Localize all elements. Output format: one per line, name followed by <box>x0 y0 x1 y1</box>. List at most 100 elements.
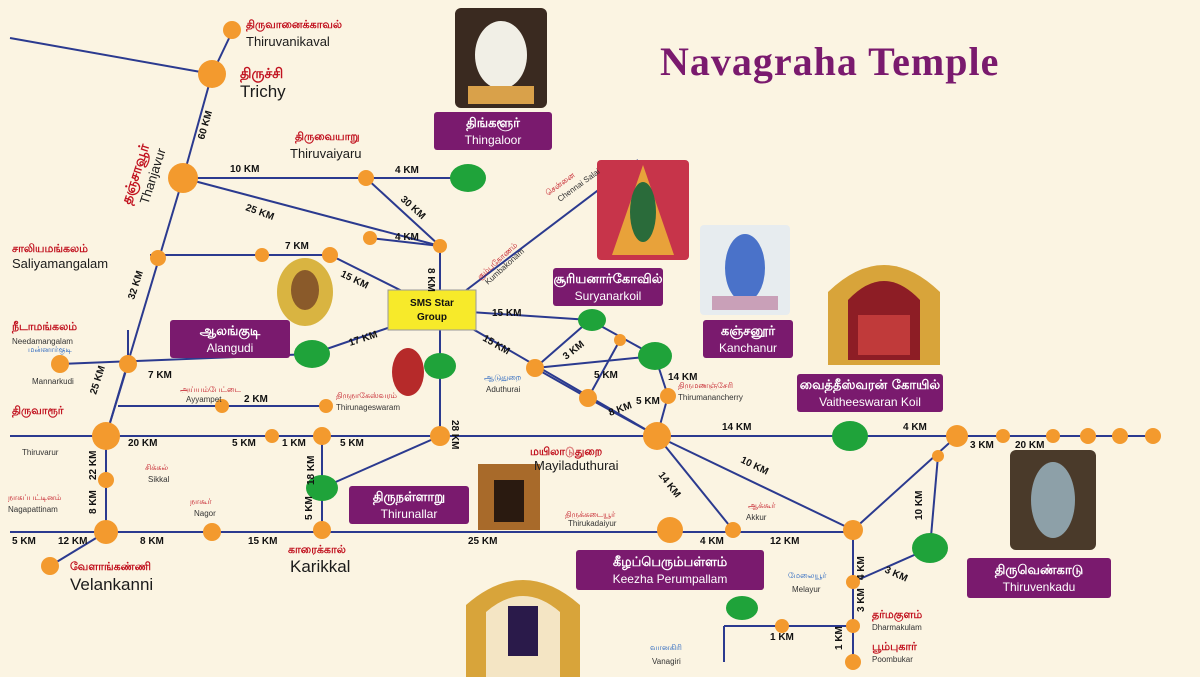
idol-image-kanchanur <box>700 225 790 315</box>
svg-text:Thirunallar: Thirunallar <box>381 507 438 521</box>
town-dot-major <box>198 60 226 88</box>
town-tamil: மன்னார்குடி <box>28 345 72 355</box>
svg-text:5 KM: 5 KM <box>340 438 364 449</box>
temple-markers <box>294 164 948 620</box>
road-segment <box>929 455 939 549</box>
road-segment <box>182 73 213 179</box>
town-tamil: மயிலாடுதுறை <box>530 445 602 459</box>
town-dot <box>319 399 333 413</box>
town-dot <box>433 239 447 253</box>
road-segment <box>9 37 213 75</box>
town-tamil: திருக்கடையூர் <box>565 510 616 520</box>
svg-text:30 KM: 30 KM <box>398 194 427 222</box>
svg-text:திங்களூர்: திங்களூர் <box>466 116 520 132</box>
town-dot-major <box>168 163 198 193</box>
town-name: Mayiladuthurai <box>534 458 619 473</box>
svg-text:Thingaloor: Thingaloor <box>465 133 522 147</box>
svg-text:8 KM: 8 KM <box>425 268 436 292</box>
svg-text:4 KM: 4 KM <box>856 556 867 580</box>
town-name: Thiruvaiyaru <box>290 146 362 161</box>
town-tamil: திருவானைக்காவல் <box>246 18 342 32</box>
svg-text:15 KM: 15 KM <box>481 333 512 357</box>
svg-text:Thiruvenkadu: Thiruvenkadu <box>1003 580 1076 594</box>
town-dot <box>946 425 968 447</box>
town-name: Needamangalam <box>12 337 73 346</box>
svg-text:12 KM: 12 KM <box>770 536 799 547</box>
svg-text:திருநள்ளாறு: திருநள்ளாறு <box>373 490 445 505</box>
town-dot <box>255 248 269 262</box>
town-dot <box>846 619 860 633</box>
label-box-keezha-perumpallam: கீழப்பெரும்பள்ளம் Keezha Perumpallam <box>576 550 764 590</box>
temple-dot-thirunallar <box>306 475 338 501</box>
town-tamil: திருநாகேஸ்வரம் <box>336 391 397 401</box>
svg-text:12 KM: 12 KM <box>58 536 87 547</box>
town-dot <box>932 450 944 462</box>
svg-text:7 KM: 7 KM <box>148 370 172 381</box>
svg-text:ஆலங்குடி: ஆலங்குடி <box>200 324 261 339</box>
town-tamil: காரைக்கால் <box>288 543 346 556</box>
svg-text:8 KM: 8 KM <box>140 536 164 547</box>
svg-text:15 KM: 15 KM <box>248 536 277 547</box>
idol-image-suryanarkoil <box>597 160 689 260</box>
svg-text:14 KM: 14 KM <box>722 422 751 433</box>
svg-text:3 KM: 3 KM <box>883 565 909 585</box>
town-name: Thiruvarur <box>22 448 59 457</box>
svg-text:Alangudi: Alangudi <box>207 341 254 355</box>
town-dot <box>526 359 544 377</box>
town-tamil: நாகப்பட்டினம் <box>8 493 61 502</box>
road-segment <box>852 435 958 531</box>
town-tamil: ஆடுதுறை <box>484 373 521 383</box>
town-dot <box>657 517 683 543</box>
map-title: Navagraha Temple <box>660 39 999 84</box>
temple-dot-alangudi <box>294 340 330 368</box>
town-dot <box>660 388 676 404</box>
road-segment <box>182 177 441 247</box>
temple-idol-images <box>277 8 1096 677</box>
sms-line1: SMS Star <box>410 298 454 309</box>
svg-text:17 KM: 17 KM <box>348 329 379 349</box>
svg-text:Suryanarkoil: Suryanarkoil <box>575 289 642 303</box>
town-tamil: மேலையூர் <box>788 571 827 580</box>
svg-text:25 KM: 25 KM <box>244 202 275 222</box>
svg-text:4 KM: 4 KM <box>395 232 419 243</box>
svg-text:5 KM: 5 KM <box>304 496 315 520</box>
road-network <box>9 31 1160 662</box>
town-dot <box>843 520 863 540</box>
label-box-suryanarkoil: சூரியனார்கோவில் Suryanarkoil <box>553 268 663 306</box>
town-dot <box>203 523 221 541</box>
svg-text:கஞ்சனூர்: கஞ்சனூர் <box>721 324 775 339</box>
label-box-thingaloor: திங்களூர் Thingaloor <box>434 112 552 150</box>
label-box-vaitheeswaran: வைத்தீஸ்வரன் கோயில் Vaitheeswaran Koil <box>797 374 943 412</box>
svg-text:25 KM: 25 KM <box>468 536 497 547</box>
svg-text:1 KM: 1 KM <box>770 632 794 643</box>
svg-text:3 KM: 3 KM <box>856 588 867 612</box>
svg-text:10 KM: 10 KM <box>914 491 925 520</box>
road-segment <box>656 435 734 531</box>
svg-text:15 KM: 15 KM <box>492 308 521 319</box>
road-segment <box>656 435 854 531</box>
town-name: Saliyamangalam <box>12 256 108 271</box>
svg-text:கீழப்பெரும்பள்ளம்: கீழப்பெரும்பள்ளம் <box>613 554 728 570</box>
town-name: Dharmakulam <box>872 623 922 632</box>
sms-star-group-box: SMS Star Group <box>387 289 477 331</box>
svg-text:சூரியனார்கோவில்: சூரியனார்கோவில் <box>553 272 662 287</box>
svg-text:14 KM: 14 KM <box>656 470 683 500</box>
svg-text:1 KM: 1 KM <box>282 438 306 449</box>
town-name: Nagapattinam <box>8 505 58 514</box>
town-name: Nagor <box>194 509 216 518</box>
label-box-kanchanur: கஞ்சனூர் Kanchanur <box>703 320 793 358</box>
road-segment <box>587 339 621 399</box>
sms-line2: Group <box>417 312 447 323</box>
svg-text:5 KM: 5 KM <box>594 370 618 381</box>
svg-text:5 KM: 5 KM <box>636 396 660 407</box>
town-dot <box>579 389 597 407</box>
svg-text:18 KM: 18 KM <box>306 456 317 485</box>
town-tamil: திருவாரூர் <box>12 404 64 418</box>
town-tamil: தர்மகுளம் <box>872 608 922 623</box>
town-dot <box>1080 428 1096 444</box>
town-labels: திருவானைக்காவல் Thiruvanikaval திருச்சி … <box>8 18 922 666</box>
road-segment <box>321 435 441 489</box>
road-segment <box>369 237 441 247</box>
town-dot-major <box>643 422 671 450</box>
